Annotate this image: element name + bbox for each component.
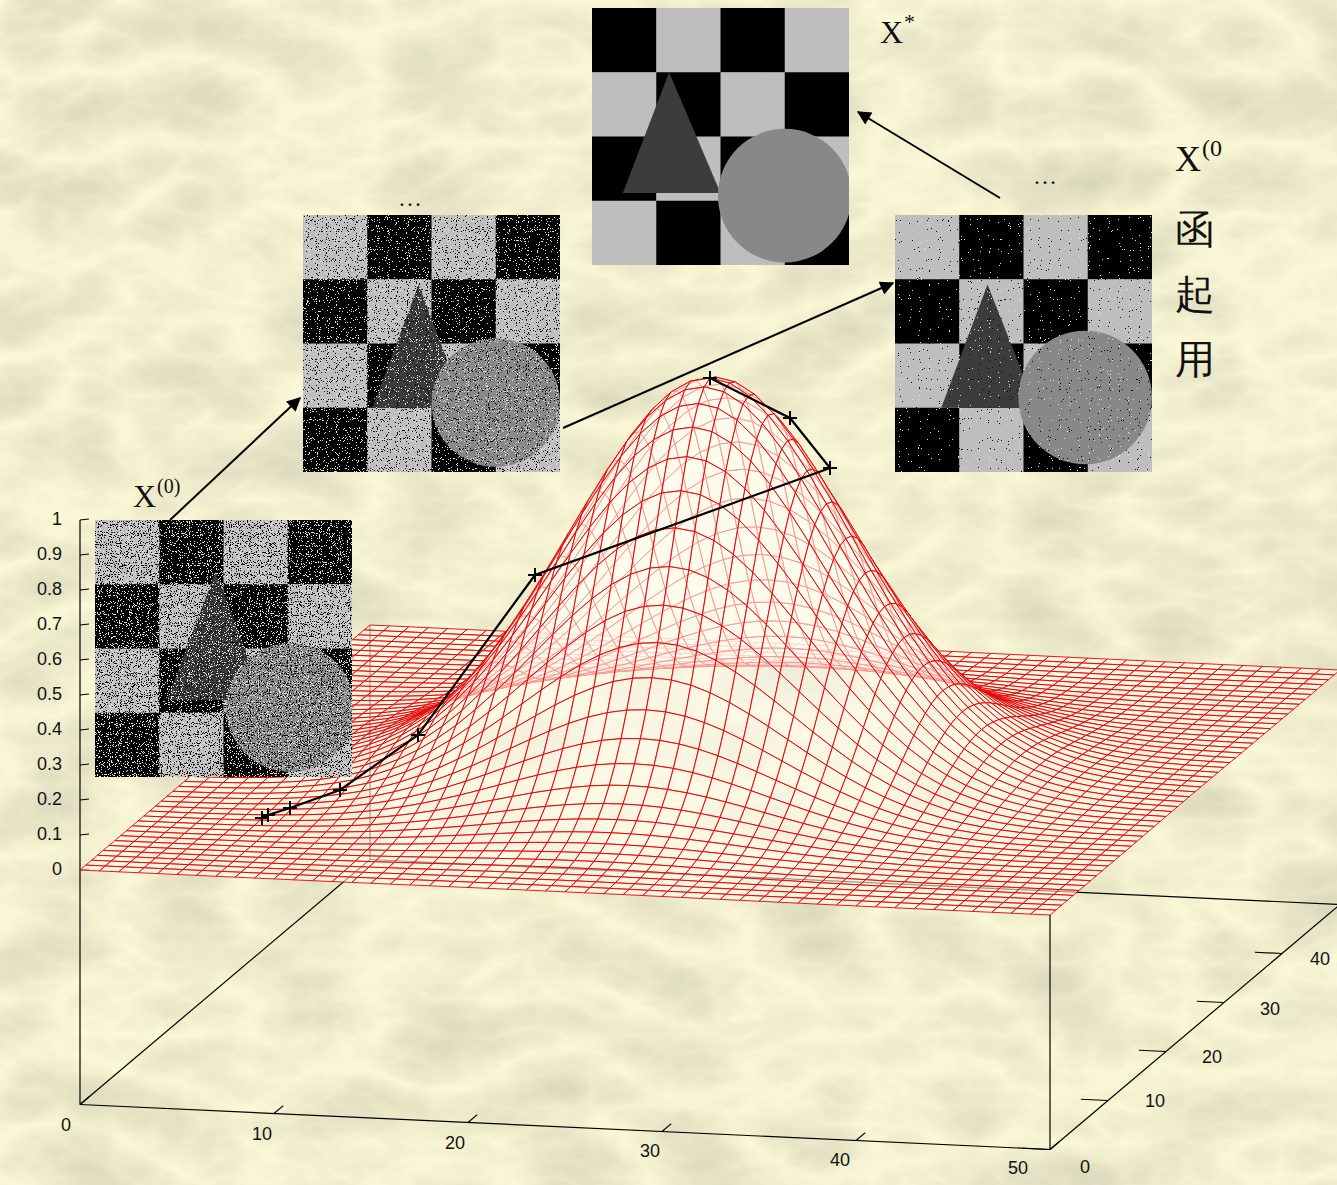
axis-line — [80, 860, 370, 1105]
axis-tick — [1023, 1148, 1050, 1149]
axis-tick — [80, 729, 89, 730]
axis-line — [80, 1105, 1050, 1150]
axis-tick — [80, 589, 89, 590]
axis-tick — [80, 554, 89, 555]
axis-tick — [1139, 1050, 1166, 1051]
axis-tick — [1081, 1099, 1108, 1100]
axis-tick — [662, 1124, 671, 1132]
axis-tick — [80, 764, 89, 765]
axis-tick — [80, 519, 89, 520]
axis-tick — [80, 659, 89, 660]
axis-line — [370, 860, 1337, 905]
axis-tick — [468, 1115, 477, 1123]
axis-tick — [856, 1133, 865, 1141]
axis-tick — [80, 834, 89, 835]
axis-tick — [1050, 1142, 1059, 1150]
axis-line — [1049, 915, 1050, 1150]
axis-tick — [1255, 952, 1282, 953]
axes-box — [80, 519, 1337, 1150]
axis-tick — [1197, 1001, 1224, 1002]
axis-line — [79, 520, 80, 1105]
axis-tick — [80, 1097, 89, 1105]
axis-tick — [80, 694, 89, 695]
axis-tick — [80, 799, 89, 800]
axis-tick — [274, 1106, 283, 1114]
axis-tick — [80, 624, 89, 625]
axis-line — [1050, 905, 1337, 1150]
